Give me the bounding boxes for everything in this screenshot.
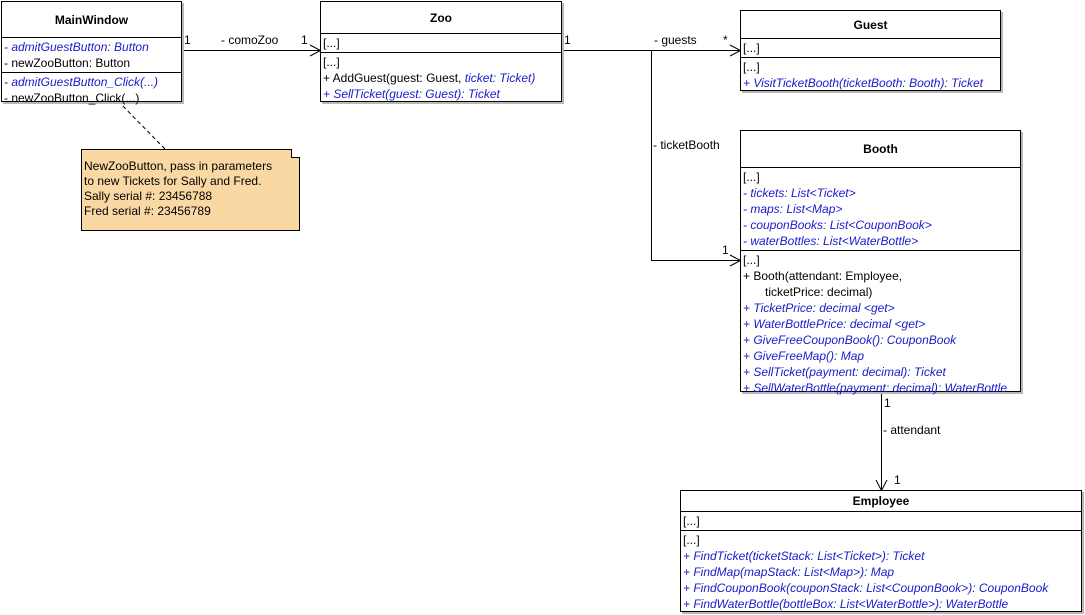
- class-booth[interactable]: Booth [...] - tickets: List<Ticket> - ma…: [740, 130, 1021, 395]
- comozoo-role-label: - comoZoo: [221, 33, 279, 47]
- note-line: NewZooButton, pass in parameters: [84, 159, 273, 173]
- operation: [...]: [743, 60, 760, 74]
- attribute: - maps: List<Map>: [743, 202, 843, 216]
- operation: - newZooButton_Click(...): [4, 91, 140, 105]
- operations-section: [...] + AddGuest(guest: Guest, ticket: T…: [321, 53, 561, 103]
- operation: + TicketPrice: decimal <get>: [743, 301, 895, 315]
- note-line: Sally serial #: 23456788: [84, 189, 213, 203]
- operation: + VisitTicketBooth(ticketBooth: Booth): …: [743, 76, 984, 90]
- operation: + SellTicket(payment: decimal): Ticket: [743, 365, 946, 379]
- guests-target-multiplicity: *: [723, 33, 728, 47]
- attribute: - couponBooks: List<CouponBook>: [743, 218, 932, 232]
- attributes-section: [...]: [681, 512, 1081, 531]
- attribute: [...]: [683, 514, 700, 528]
- note-line: to new Tickets for Sally and Fred.: [84, 174, 262, 188]
- operations-section: - admitGuestButton_Click(...) - newZooBu…: [2, 73, 181, 107]
- ticketbooth-association-line: [651, 50, 741, 261]
- operation: + WaterBottlePrice: decimal <get>: [743, 317, 926, 331]
- guests-role-label: - guests: [654, 33, 697, 47]
- attribute: [...]: [743, 170, 760, 184]
- class-mainwindow[interactable]: MainWindow - admitGuestButton: Button - …: [1, 1, 182, 105]
- operation: [...]: [743, 253, 760, 267]
- attribute: - admitGuestButton: Button: [4, 40, 149, 54]
- operation: + FindTicket(ticketStack: List<Ticket>):…: [683, 549, 925, 563]
- operation: - admitGuestButton_Click(...): [4, 75, 159, 89]
- operation: + AddGuest(guest: Guest, ticket: Ticket): [323, 70, 559, 86]
- operation-signature: + AddGuest(guest: Guest,: [323, 71, 465, 85]
- class-employee[interactable]: Employee [...] [...] + FindTicket(ticket…: [680, 490, 1082, 612]
- note-line: Fred serial #: 23456789: [84, 204, 211, 218]
- attribute: [...]: [743, 41, 760, 55]
- attribute: - newZooButton: Button: [4, 56, 131, 70]
- operation: + GiveFreeMap(): Map: [743, 349, 865, 363]
- operation: + FindWaterBottle(bottleBox: List<WaterB…: [683, 597, 1009, 611]
- operations-section: [...] + VisitTicketBooth(ticketBooth: Bo…: [741, 58, 1000, 92]
- guests-source-multiplicity: 1: [564, 33, 571, 47]
- attribute: - waterBottles: List<WaterBottle>: [743, 234, 919, 248]
- operation: [...]: [683, 533, 700, 547]
- operation: + SellTicket(guest: Guest): Ticket: [323, 87, 500, 101]
- operation: + FindCouponBook(couponStack: List<Coupo…: [683, 581, 1049, 595]
- class-name: Guest: [741, 11, 1000, 39]
- attributes-section: [...] - tickets: List<Ticket> - maps: Li…: [741, 168, 1020, 251]
- comment-note[interactable]: NewZooButton, pass in parameters to new …: [81, 149, 300, 231]
- class-guest[interactable]: Guest [...] [...] + VisitTicketBooth(tic…: [740, 10, 1001, 91]
- operation: + GiveFreeCouponBook(): CouponBook: [743, 333, 957, 347]
- operation: [...]: [323, 55, 340, 69]
- ticketbooth-role-label: - ticketBooth: [653, 138, 720, 152]
- operations-section: [...] + FindTicket(ticketStack: List<Tic…: [681, 531, 1081, 613]
- attributes-section: - admitGuestButton: Button - newZooButto…: [2, 38, 181, 73]
- attribute: [...]: [323, 36, 340, 50]
- class-name: MainWindow: [2, 2, 181, 38]
- note-anchor-line: [117, 100, 166, 150]
- class-name: Booth: [741, 131, 1020, 168]
- attendant-role-label: - attendant: [883, 423, 941, 437]
- operation-param: ticket: Ticket): [464, 71, 536, 85]
- operation-continuation: ticketPrice: decimal): [765, 285, 873, 299]
- attributes-section: [...]: [321, 34, 561, 53]
- note-corner-fold: [291, 149, 300, 158]
- class-name: Zoo: [321, 2, 561, 34]
- ticketbooth-target-multiplicity: 1: [722, 243, 729, 257]
- comozoo-source-multiplicity: 1: [184, 33, 191, 47]
- class-zoo[interactable]: Zoo [...] [...] + AddGuest(guest: Guest,…: [320, 1, 562, 102]
- comozoo-target-multiplicity: 1: [301, 33, 308, 47]
- attendant-target-multiplicity: 1: [894, 473, 901, 487]
- attendant-source-multiplicity: 1: [884, 396, 891, 410]
- operation: + Booth(attendant: Employee,: [743, 269, 903, 283]
- operations-section: [...] + Booth(attendant: Employee, ticke…: [741, 251, 1020, 397]
- attribute: - tickets: List<Ticket>: [743, 186, 856, 200]
- operation: + SellWaterBottle(payment: decimal): Wat…: [743, 381, 1007, 395]
- class-name: Employee: [681, 491, 1081, 512]
- operation: + FindMap(mapStack: List<Map>): Map: [683, 565, 895, 579]
- attributes-section: [...]: [741, 39, 1000, 58]
